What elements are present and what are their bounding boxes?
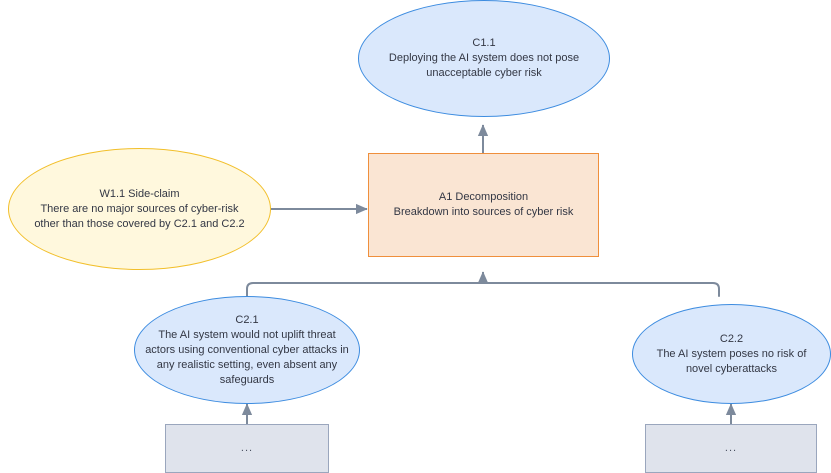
node-w1-1-title: W1.1 Side-claim bbox=[99, 187, 180, 200]
node-c1-1-body: Deploying the AI system does not pose un… bbox=[388, 52, 580, 79]
node-placeholder-right-body: ... bbox=[724, 442, 738, 454]
edge-children-to-a1 bbox=[246, 271, 720, 297]
node-c1-1[interactable]: C1.1 Deploying the AI system does not po… bbox=[358, 0, 610, 117]
node-a1-body: Breakdown into sources of cyber risk bbox=[393, 206, 574, 218]
node-c2-1-body: The AI system would not uplift threat ac… bbox=[145, 328, 349, 386]
node-placeholder-right[interactable]: ... bbox=[645, 424, 817, 473]
node-a1[interactable]: A1 Decomposition Breakdown into sources … bbox=[368, 153, 599, 257]
node-c2-2[interactable]: C2.2 The AI system poses no risk of nove… bbox=[632, 304, 831, 404]
node-c2-2-title: C2.2 bbox=[719, 332, 744, 345]
node-placeholder-left[interactable]: ... bbox=[165, 424, 329, 473]
node-placeholder-left-body: ... bbox=[240, 442, 254, 454]
node-c1-1-title: C1.1 bbox=[472, 37, 496, 49]
node-c2-1[interactable]: C2.1 The AI system would not uplift thre… bbox=[134, 296, 360, 404]
node-w1-1-body: There are no major sources of cyber-risk… bbox=[34, 202, 245, 230]
node-a1-title: A1 Decomposition bbox=[438, 191, 529, 203]
node-w1-1[interactable]: W1.1 Side-claim There are no major sourc… bbox=[8, 148, 271, 270]
node-c2-2-body: The AI system poses no risk of novel cyb… bbox=[656, 347, 807, 375]
node-c2-1-title: C2.1 bbox=[235, 313, 259, 326]
